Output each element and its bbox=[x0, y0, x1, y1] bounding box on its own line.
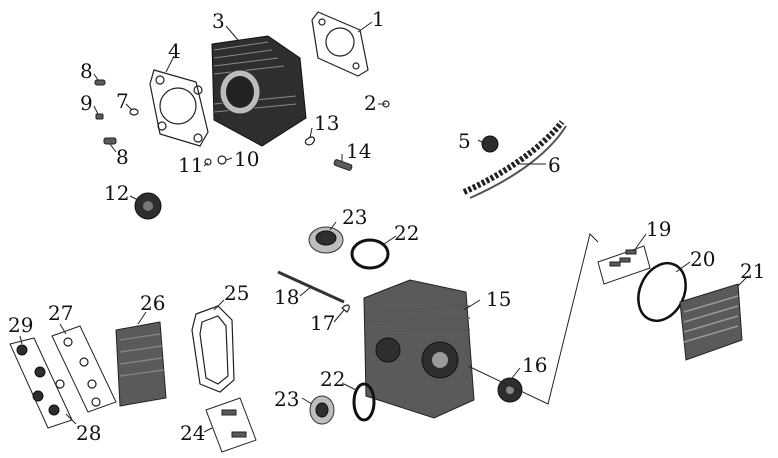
part-bolt-14 bbox=[333, 159, 353, 171]
callout-27: 27 bbox=[48, 301, 73, 325]
callout-4: 4 bbox=[168, 39, 181, 63]
callout-22a: 22 bbox=[394, 221, 419, 245]
part-clip-17 bbox=[341, 304, 350, 313]
callout-25: 25 bbox=[224, 281, 249, 305]
callout-12: 12 bbox=[104, 181, 129, 205]
part-head-gasket bbox=[149, 69, 209, 147]
part-dowel-pin-8b bbox=[103, 137, 117, 145]
callout-9: 9 bbox=[80, 91, 93, 115]
callout-21: 21 bbox=[740, 259, 765, 283]
callout-1: 1 bbox=[372, 7, 385, 31]
part-plate-27 bbox=[51, 325, 117, 413]
callout-19: 19 bbox=[646, 217, 671, 241]
callout-20: 20 bbox=[690, 247, 715, 271]
callout-11: 11 bbox=[178, 153, 203, 177]
callout-24: 24 bbox=[180, 421, 205, 445]
leader-lines bbox=[19, 21, 749, 433]
part-bolts-19 bbox=[597, 245, 651, 285]
callout-8b: 8 bbox=[116, 145, 129, 169]
part-tensioner-wheel-12 bbox=[134, 192, 162, 220]
callout-3: 3 bbox=[212, 9, 225, 33]
callout-6: 6 bbox=[548, 153, 561, 177]
callout-22b: 22 bbox=[320, 367, 345, 391]
callout-17: 17 bbox=[310, 311, 335, 335]
callout-28: 28 bbox=[76, 421, 101, 445]
callout-23b: 23 bbox=[274, 387, 299, 411]
part-nuts-29 bbox=[9, 337, 73, 429]
part-cam-chain-6 bbox=[462, 120, 567, 199]
part-o-ring-7 bbox=[129, 108, 139, 116]
callout-7: 7 bbox=[116, 89, 129, 113]
part-o-ring-10 bbox=[217, 155, 227, 165]
callout-10: 10 bbox=[234, 147, 259, 171]
part-valve-cover-26 bbox=[115, 321, 167, 407]
callout-13: 13 bbox=[314, 111, 339, 135]
callout-8a: 8 bbox=[80, 59, 93, 83]
callout-2: 2 bbox=[364, 91, 377, 115]
part-gasket-25 bbox=[191, 305, 235, 393]
callout-18: 18 bbox=[274, 285, 299, 309]
part-side-cover-21 bbox=[679, 283, 743, 361]
callout-26: 26 bbox=[140, 291, 165, 315]
leader-lines-16-19 bbox=[467, 233, 599, 405]
part-o-ring-22a bbox=[350, 238, 390, 270]
callout-5: 5 bbox=[458, 129, 471, 153]
part-washer-28 bbox=[55, 379, 65, 389]
callout-29: 29 bbox=[8, 313, 33, 337]
callout-labels: 1 2 3 4 5 6 7 8 8 9 10 11 12 13 14 15 16… bbox=[8, 7, 765, 445]
callout-16: 16 bbox=[522, 353, 547, 377]
part-o-ring-11 bbox=[204, 158, 212, 166]
part-bolt-9 bbox=[95, 113, 104, 120]
part-tappet-cap-23a bbox=[308, 226, 344, 254]
part-tappet-cap-23b bbox=[309, 395, 335, 425]
part-cam-sprocket-16 bbox=[497, 377, 523, 403]
callout-14: 14 bbox=[346, 139, 371, 163]
part-sprocket-5 bbox=[481, 135, 499, 153]
part-bolts-24 bbox=[205, 397, 257, 453]
callout-15: 15 bbox=[486, 287, 511, 311]
callout-23a: 23 bbox=[342, 205, 367, 229]
part-o-ring-22b bbox=[352, 382, 376, 422]
part-cylinder-head-15 bbox=[363, 279, 475, 419]
part-cylinder-base-gasket bbox=[311, 11, 369, 77]
part-clip-13 bbox=[304, 136, 316, 146]
part-cylinder-block bbox=[211, 35, 307, 147]
part-dowel-pin-8a bbox=[94, 79, 106, 86]
